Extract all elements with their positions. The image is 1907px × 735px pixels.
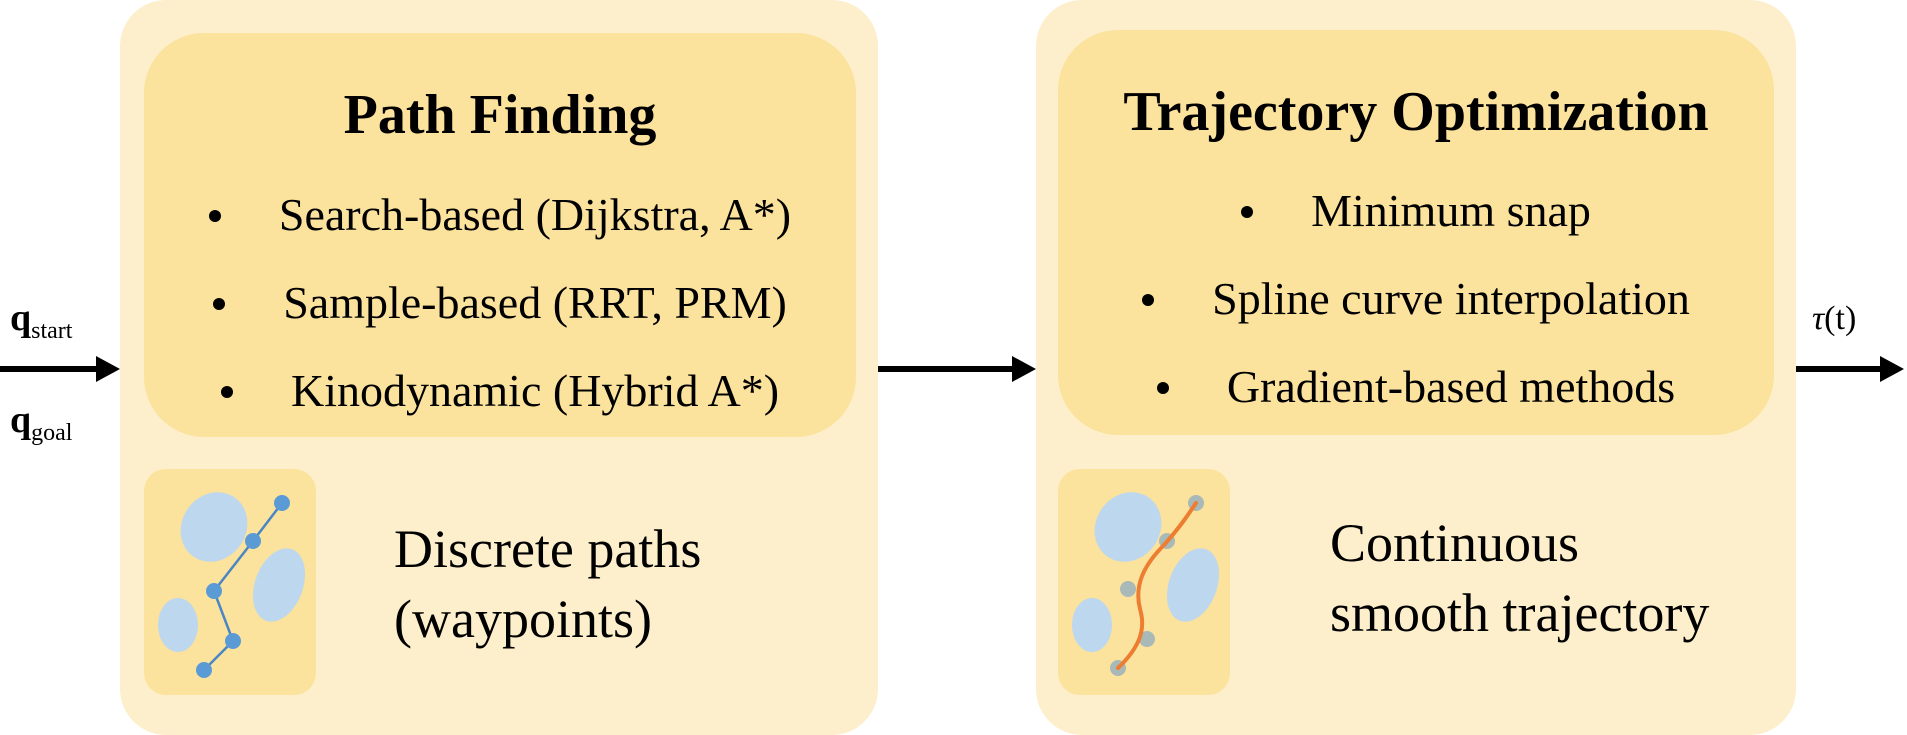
discrete-path-caption: Discrete paths (waypoints) [394,514,701,654]
bullet-icon [208,210,221,223]
waypoint-dots [196,495,290,678]
obstacle-ellipse [180,492,248,562]
list-item-text: Kinodynamic (Hybrid A*) [290,365,780,416]
list-item: Gradient-based methods [1058,359,1774,415]
bullet-icon [213,298,226,311]
bullet-icon [1241,206,1254,219]
path-finding-panel: Path Finding Search-based (Dijkstra, A*)… [120,0,878,735]
waypoint-dot [245,533,261,549]
caption-line: Continuous [1330,513,1580,573]
bullet-icon [1156,382,1169,395]
path-finding-methods-box: Path Finding Search-based (Dijkstra, A*)… [144,33,856,437]
obstacle-ellipse [158,598,198,652]
list-item: Spline curve interpolation [1058,271,1774,327]
output-trajectory-label: τ(t) [1812,300,1856,338]
list-item-text: Minimum snap [1311,185,1591,236]
list-item: Minimum snap [1058,183,1774,239]
trajectory-optimization-title: Trajectory Optimization [1123,81,1709,143]
waypoint-dot [196,662,212,678]
start-state-symbol: q [10,297,32,339]
list-item-text: Spline curve interpolation [1212,273,1690,324]
goal-state-subscript: goal [31,420,73,446]
trajectory-optimization-panel: Trajectory Optimization Minimum snap Spl… [1036,0,1796,735]
list-item-text: Sample-based (RRT, PRM) [283,277,787,328]
waypoint-dot [206,583,222,599]
path-finding-title: Path Finding [343,84,657,146]
bullet-icon [1142,294,1155,307]
obstacle-ellipse [1166,548,1220,622]
list-item: Search-based (Dijkstra, A*) [144,187,856,243]
smooth-trajectory-caption: Continuous smooth trajectory [1330,508,1709,648]
discrete-path-illustration [158,492,306,678]
smooth-trajectory-curve [1116,501,1198,670]
obstacle-ellipse [1072,598,1112,652]
input-arrow [0,356,120,382]
output-trajectory-symbol: τ [1812,300,1825,337]
caption-line: smooth trajectory [1330,583,1710,643]
waypoint-dot [225,633,241,649]
smooth-trajectory-thumbnail [1058,469,1230,695]
bullet-icon [220,386,233,399]
list-item-text: Search-based (Dijkstra, A*) [278,189,792,240]
waypoint-dot [1139,631,1155,647]
output-trajectory-argument: (t) [1824,300,1857,337]
obstacle-ellipse [1094,492,1162,562]
trajectory-optimization-methods-box: Trajectory Optimization Minimum snap Spl… [1058,30,1774,435]
list-item: Kinodynamic (Hybrid A*) [144,363,856,419]
obstacle-ellipse [252,548,306,622]
goal-state-label: qgoal [10,398,72,447]
smooth-trajectory-illustration [1072,492,1220,676]
waypoint-dot [1120,581,1136,597]
goal-state-symbol: q [10,399,32,441]
waypoint-dot [274,495,290,511]
output-arrow [1796,356,1904,382]
list-item: Sample-based (RRT, PRM) [144,275,856,331]
connecting-arrow [878,356,1036,382]
caption-line: (waypoints) [394,589,652,649]
caption-line: Discrete paths [394,519,702,579]
start-state-subscript: start [31,318,73,344]
start-state-label: qstart [10,296,72,345]
list-item-text: Gradient-based methods [1226,361,1676,412]
discrete-path-thumbnail [144,469,316,695]
